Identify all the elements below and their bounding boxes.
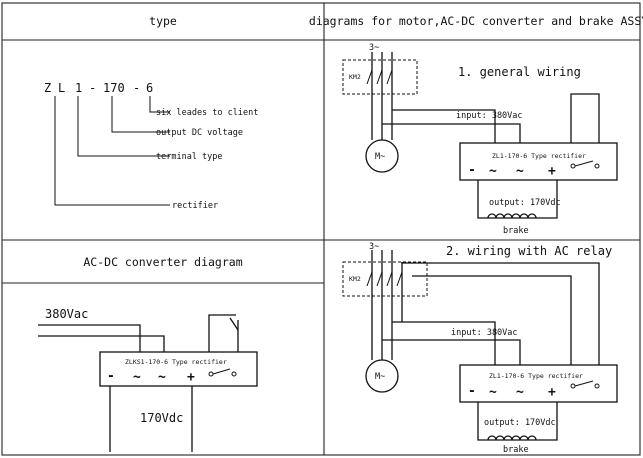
- switch-wire-left: [208, 314, 236, 352]
- wiring2-switch-symbol: [570, 380, 600, 389]
- voltage-leader: [111, 96, 170, 133]
- wiring2-rectifier-box: [459, 364, 618, 403]
- code-dash-2: -: [133, 81, 140, 95]
- type-code-explainer: Z L 1 - 170 - 6 six leades to client out…: [44, 81, 258, 211]
- wiring2-contact-1: [366, 271, 373, 287]
- converter-rectifier-label: ZLKS1-170-6 Type rectifier: [125, 358, 227, 366]
- wiring1-input-label: input: 380Vac: [456, 111, 523, 121]
- wiring2-relay-return: [412, 275, 572, 365]
- diagrams-column-header: diagrams for motor,AC-DC converter and b…: [309, 14, 643, 28]
- wiring1-rectifier-label: ZL1-170-6 Type rectifier: [492, 152, 586, 160]
- converter-plus-terminal: +: [187, 370, 195, 385]
- converter-minus-terminal: -: [107, 369, 115, 384]
- wiring2-contact-2: [376, 271, 383, 287]
- wiring1-switch-symbol: [570, 160, 600, 169]
- wiring2-rectifier-label: ZL1-170-6 Type rectifier: [489, 372, 583, 380]
- wiring2-input-label: input: 380Vac: [451, 328, 518, 338]
- general-wiring-diagram: 3~ 1. general wiring KM2 M~ input: 380Va…: [342, 43, 618, 236]
- wiring2-contactor-box: [342, 261, 428, 297]
- wiring1-contactor-box: [342, 59, 418, 95]
- rectifier-label: rectifier: [172, 201, 218, 211]
- code-dash-1: -: [89, 81, 96, 95]
- wiring2-brake-label: brake: [503, 445, 529, 455]
- wiring1-contact-1: [366, 69, 373, 85]
- input-wire-2: [38, 335, 165, 352]
- wiring1-motor: [365, 139, 399, 173]
- wiring1-contact-2: [376, 69, 383, 85]
- wiring2-output-label: output: 170Vdc: [484, 418, 556, 428]
- wiring1-input-wire-1: [392, 109, 496, 143]
- converter-rectifier-box: [99, 351, 258, 387]
- wiring1-contactor-label: KM2: [349, 73, 361, 81]
- relay-wiring-diagram: 3~ 2. wiring with AC relay KM2 M~ input:…: [342, 242, 618, 455]
- wiring1-brake-loop: [477, 180, 558, 219]
- wiring1-rectifier-box: [459, 142, 618, 181]
- wiring1-brake-label: brake: [503, 226, 529, 236]
- converter-diagram: AC-DC converter diagram 380Vac ZLKS1-170…: [38, 255, 258, 452]
- code-leads: 6: [146, 81, 153, 95]
- wiring1-minus-terminal: -: [468, 163, 476, 178]
- leads-leader: [149, 96, 170, 113]
- wiring2-brake-coil: [487, 435, 537, 441]
- wiring1-contact-3: [386, 69, 393, 85]
- converter-output-voltage: 170Vdc: [140, 411, 183, 425]
- wiring1-phase-label: 3~: [369, 43, 379, 53]
- wiring2-minus-terminal: -: [468, 384, 476, 399]
- wiring1-ac-terminal-2: ~: [516, 164, 524, 179]
- wiring1-input-wire-2: [382, 123, 521, 143]
- wiring1-brake-coil: [487, 213, 537, 219]
- six-leads-label: six leades to client: [156, 108, 258, 118]
- wiring2-relay-line: [401, 262, 600, 365]
- wiring2-plus-terminal: +: [548, 385, 556, 400]
- wiring2-title: 2. wiring with AC relay: [446, 244, 612, 258]
- output-voltage-label: output DC voltage: [156, 128, 243, 138]
- code-letter-z: Z: [44, 81, 51, 95]
- wiring2-motor: [365, 359, 399, 393]
- converter-ac-terminal-2: ~: [158, 370, 166, 385]
- wiring1-relay-loop: [570, 93, 600, 143]
- code-voltage: 170: [103, 81, 125, 95]
- input-wire-1: [38, 324, 141, 352]
- wiring2-contact-4: [396, 271, 403, 287]
- converter-switch-symbol: [208, 368, 237, 377]
- rectifier-leader: [54, 96, 170, 206]
- terminal-type-label: terminal type: [156, 152, 223, 162]
- wiring1-motor-symbol: M~: [375, 152, 385, 162]
- wiring1-ac-terminal-1: ~: [489, 164, 497, 179]
- code-letter-l: L: [58, 81, 65, 95]
- wiring2-brake-loop: [477, 402, 558, 441]
- wiring2-input-wire-2: [382, 339, 521, 365]
- wiring2-phase-label: 3~: [369, 242, 379, 252]
- wiring1-plus-terminal: +: [548, 164, 556, 179]
- wiring2-contactor-label: KM2: [349, 275, 361, 283]
- code-digit-1: 1: [75, 81, 82, 95]
- terminal-leader: [77, 96, 170, 157]
- switch-contact: [229, 317, 239, 331]
- wiring2-contact-3: [386, 271, 393, 287]
- wiring1-title: 1. general wiring: [458, 65, 581, 79]
- wiring2-ac-terminal-2: ~: [516, 385, 524, 400]
- wiring1-output-label: output: 170Vdc: [489, 198, 561, 208]
- wiring2-input-wire-1: [392, 321, 496, 365]
- converter-panel-title: AC-DC converter diagram: [83, 255, 242, 269]
- wiring2-ac-terminal-1: ~: [489, 385, 497, 400]
- type-column-header: type: [149, 14, 177, 28]
- converter-input-voltage: 380Vac: [45, 307, 88, 321]
- converter-ac-terminal-1: ~: [133, 370, 141, 385]
- wiring2-motor-symbol: M~: [375, 372, 385, 382]
